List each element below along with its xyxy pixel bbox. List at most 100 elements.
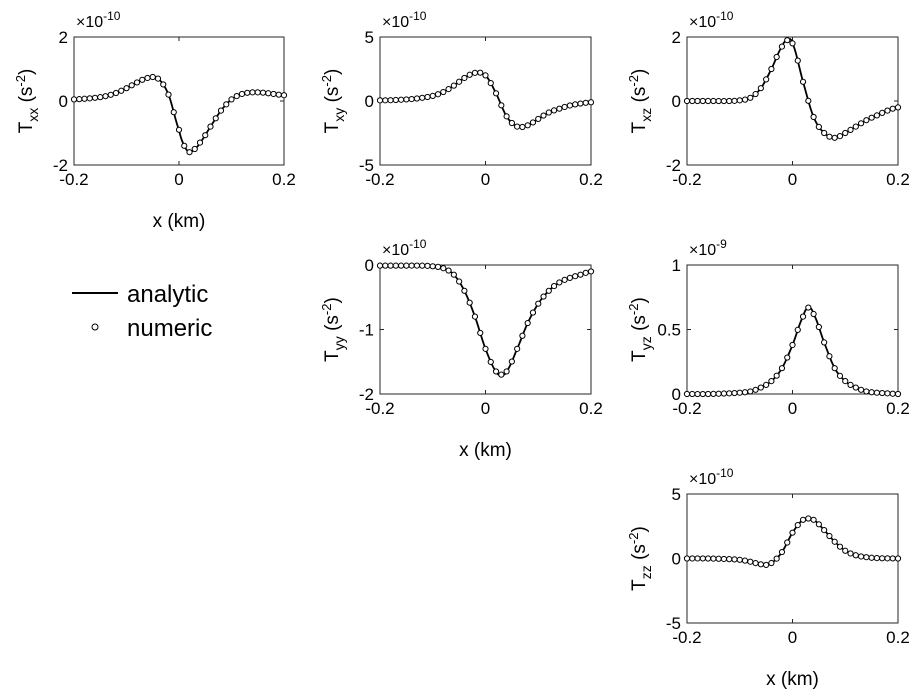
numeric-marker bbox=[794, 57, 801, 64]
numeric-marker bbox=[175, 126, 183, 133]
exponent-label: ×10-10 bbox=[689, 466, 734, 488]
numeric-marker bbox=[160, 81, 167, 88]
numeric-marker bbox=[413, 95, 421, 102]
numeric-marker bbox=[741, 96, 749, 103]
numeric-marker bbox=[857, 386, 865, 393]
numeric-marker bbox=[582, 99, 589, 106]
numeric-marker bbox=[587, 99, 595, 106]
numeric-marker bbox=[784, 539, 791, 546]
numeric-marker bbox=[514, 345, 521, 352]
numeric-marker bbox=[689, 97, 696, 105]
numeric-marker bbox=[492, 90, 500, 97]
numeric-marker bbox=[434, 263, 442, 270]
x-tick-label: 0.2 bbox=[886, 628, 910, 647]
numeric-marker bbox=[191, 145, 198, 153]
numeric-marker bbox=[873, 112, 881, 119]
numeric-marker bbox=[705, 555, 712, 562]
numeric-marker bbox=[419, 262, 426, 269]
x-tick-label: 0.2 bbox=[272, 170, 296, 189]
numeric-marker bbox=[376, 97, 384, 104]
numeric-marker bbox=[842, 129, 849, 137]
numeric-marker bbox=[821, 527, 828, 534]
numeric-marker bbox=[503, 368, 510, 375]
numeric-marker bbox=[566, 274, 574, 281]
numeric-marker bbox=[550, 282, 558, 290]
numeric-marker bbox=[123, 85, 130, 92]
numeric-marker bbox=[789, 40, 796, 47]
y-axis-label: Txy (s-2) bbox=[319, 69, 347, 134]
analytic-line bbox=[687, 306, 899, 395]
numeric-marker bbox=[577, 100, 584, 107]
axes-box bbox=[73, 36, 285, 166]
numeric-marker bbox=[392, 96, 399, 104]
numeric-marker bbox=[524, 122, 531, 129]
numeric-marker bbox=[144, 74, 151, 82]
numeric-marker bbox=[487, 79, 494, 87]
y-tick-label: -2 bbox=[53, 156, 68, 175]
numeric-marker bbox=[556, 105, 563, 112]
numeric-marker bbox=[408, 262, 415, 269]
numeric-marker bbox=[259, 89, 267, 96]
numeric-marker bbox=[456, 78, 463, 85]
numeric-marker bbox=[535, 115, 542, 123]
numeric-marker bbox=[112, 89, 120, 97]
numeric-marker bbox=[784, 354, 791, 361]
numeric-marker bbox=[794, 326, 801, 333]
numeric-marker bbox=[842, 547, 849, 554]
numeric-marker bbox=[387, 97, 394, 104]
y-tick-label: 5 bbox=[365, 28, 374, 47]
numeric-marker bbox=[477, 69, 484, 76]
numeric-marker bbox=[461, 74, 468, 82]
y-tick-label: -1 bbox=[359, 321, 374, 340]
numeric-marker bbox=[794, 522, 801, 529]
numeric-marker bbox=[587, 268, 595, 275]
numeric-marker bbox=[773, 372, 780, 379]
numeric-marker bbox=[752, 560, 759, 567]
numeric-marker bbox=[873, 389, 881, 396]
analytic-line bbox=[73, 76, 285, 154]
numeric-marker bbox=[799, 78, 807, 85]
numeric-marker bbox=[76, 96, 83, 103]
numeric-marker bbox=[170, 109, 177, 116]
legend-marker-swatch bbox=[91, 323, 99, 331]
numeric-marker bbox=[133, 79, 141, 86]
x-tick-label: 0.2 bbox=[579, 170, 603, 189]
numeric-marker bbox=[149, 73, 156, 81]
numeric-marker bbox=[847, 381, 854, 388]
exponent-label: ×10-10 bbox=[689, 9, 734, 31]
numeric-marker bbox=[852, 552, 859, 559]
x-tick-label: 0 bbox=[481, 399, 490, 418]
x-tick-label: 0 bbox=[481, 170, 490, 189]
numeric-marker bbox=[107, 91, 114, 98]
numeric-marker bbox=[868, 114, 875, 121]
numeric-marker bbox=[736, 97, 743, 104]
numeric-marker bbox=[165, 91, 172, 98]
numeric-marker bbox=[705, 97, 712, 105]
numeric-marker bbox=[540, 293, 547, 300]
numeric-marker bbox=[689, 390, 696, 398]
numeric-marker bbox=[498, 102, 505, 109]
numeric-marker bbox=[720, 555, 728, 563]
numeric-marker bbox=[836, 543, 844, 550]
numeric-marker bbox=[408, 95, 415, 103]
numeric-marker bbox=[450, 271, 457, 278]
y-tick-label: -2 bbox=[666, 156, 681, 175]
numeric-marker bbox=[699, 97, 706, 105]
numeric-marker bbox=[186, 149, 193, 156]
numeric-marker bbox=[70, 96, 78, 103]
numeric-marker bbox=[683, 555, 691, 562]
numeric-marker bbox=[847, 550, 854, 557]
numeric-marker bbox=[545, 287, 552, 294]
numeric-marker bbox=[529, 309, 537, 316]
x-tick-label: -0.2 bbox=[672, 628, 701, 647]
x-axis-label: x (km) bbox=[766, 669, 819, 690]
numeric-marker bbox=[477, 329, 484, 337]
numeric-marker bbox=[270, 90, 277, 98]
y-tick-label: 0 bbox=[59, 92, 68, 111]
numeric-marker bbox=[852, 123, 859, 130]
